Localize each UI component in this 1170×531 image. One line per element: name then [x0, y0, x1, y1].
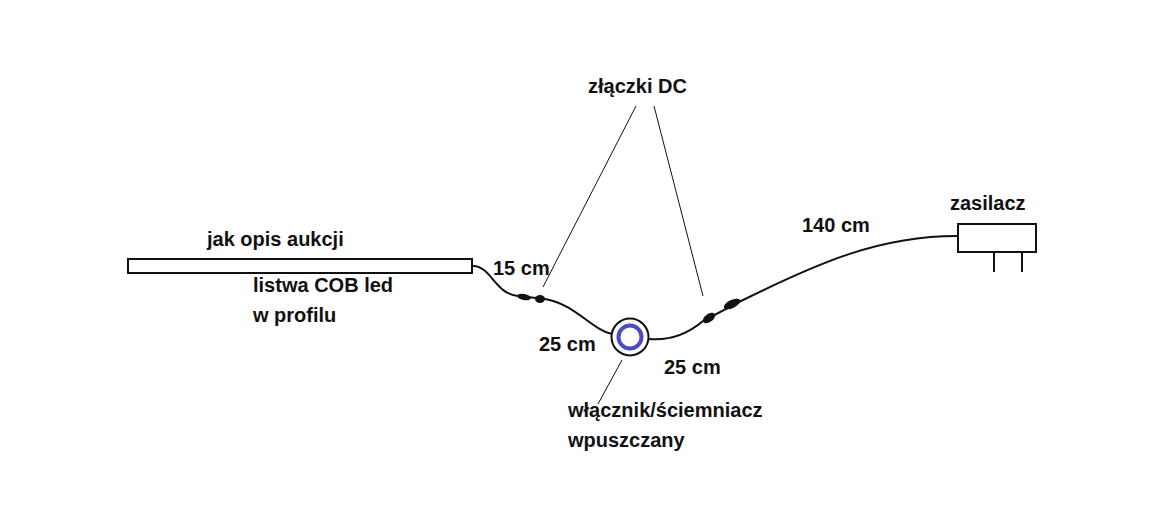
switch-outline — [610, 317, 650, 357]
label-text: jak opis aukcji — [207, 224, 344, 254]
cable — [649, 236, 957, 339]
leader-line — [598, 360, 622, 404]
dc-plug — [535, 295, 545, 303]
label-text: włącznik/ściemniacz wpuszczany — [568, 395, 778, 455]
label-text: zasilacz — [950, 188, 1026, 218]
plug-prong — [993, 252, 995, 272]
dimension: 25 cm — [539, 329, 596, 359]
leader-line — [654, 106, 703, 296]
plug-prong — [1021, 252, 1023, 272]
dimension: 140 cm — [802, 210, 870, 240]
leader-line — [543, 106, 636, 287]
switch-dimmer: włącznik/ściemniacz wpuszczany — [610, 317, 650, 357]
dc-plug — [517, 293, 532, 301]
dimension: 15 cm — [493, 253, 550, 283]
callout-text: złączki DC — [588, 71, 687, 101]
dimension: 25 cm — [664, 352, 721, 382]
dc-plug — [701, 311, 717, 326]
dc-plug — [722, 297, 742, 312]
power-supply: zasilacz — [957, 223, 1037, 253]
label-text: listwa COB led w profilu — [253, 270, 413, 330]
led-strip: jak opis aukcjilistwa COB led w profilu — [127, 258, 473, 274]
